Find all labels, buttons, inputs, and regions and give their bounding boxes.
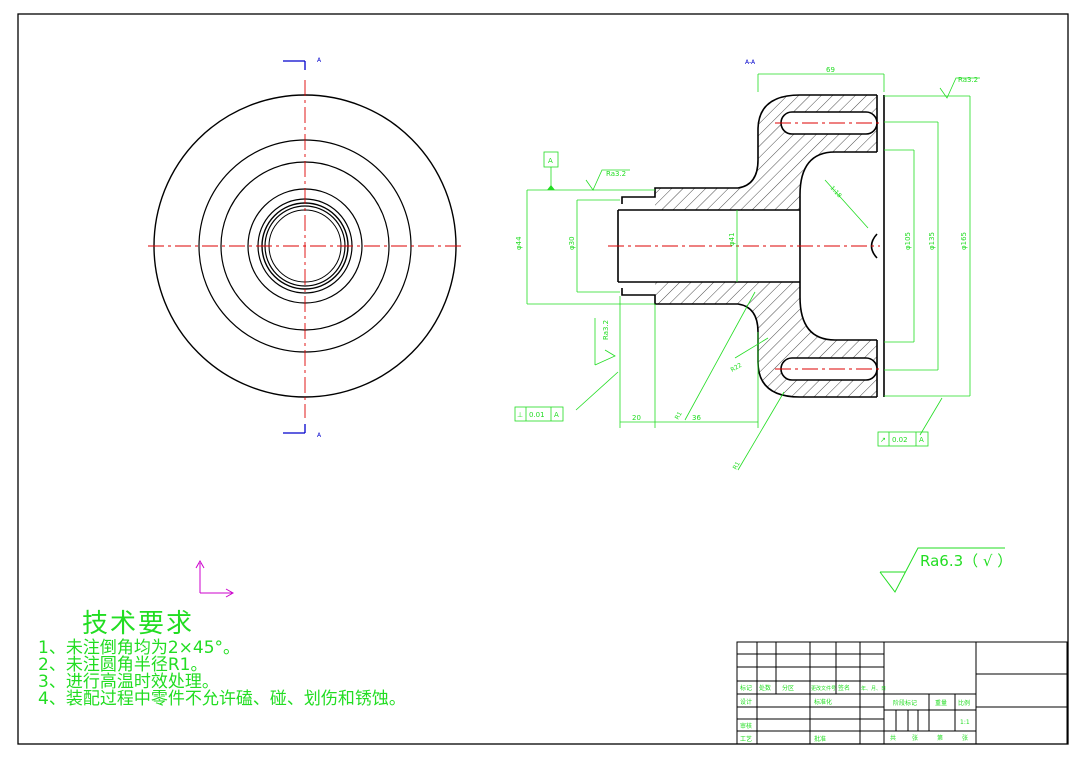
front-view-centerlines [148,80,465,418]
dim-phi105: φ105 [904,232,912,250]
tb-sheet-no: 第 [937,734,943,742]
section-arrow-top [283,60,306,70]
tolerance-frame-left: ⊥ 0.01 A [514,406,564,422]
view-label-bottom: A [317,432,322,439]
tb-label-change: 更改文件号 [811,685,836,692]
dim-len36: 36 [692,414,701,422]
tb-sheet-unit2: 张 [962,734,968,742]
tb-approve: 批准 [814,735,826,743]
tb-scale: 比例 [958,699,970,707]
note-line-1: 1、未注倒角均为2×45°。 [38,638,241,658]
svg-text:A: A [554,411,559,419]
roughness-right-top: Ra3.2 [958,76,978,84]
tb-label-sign: 签名 [838,684,850,692]
tb-design: 设计 [740,698,752,706]
tb-review: 审核 [740,722,752,730]
roughness-left-top: Ra3.2 [606,170,626,178]
svg-text:A: A [919,436,924,444]
dim-r11b: R1 [732,460,742,471]
dim-r22: R22 [730,362,744,374]
datum-box [543,151,559,168]
tb-standard: 标准化 [814,698,832,706]
datum-triangle [547,185,555,190]
tb-process: 工艺 [740,735,752,743]
dim-phi135: φ135 [928,232,936,250]
roughness-left-side: Ra3.2 [602,320,610,340]
tb-sheet-unit1: 张 [912,734,918,742]
section-centerlines [608,122,880,370]
dim-top-width: 69 [826,66,835,74]
tb-label-date: 年、月、日 [861,685,886,692]
title-block [736,641,1068,745]
general-roughness-symbol [879,547,1005,593]
dim-phi30: φ30 [568,236,576,250]
tb-label-zone: 分区 [782,684,794,692]
tb-scale-value: 1:1 [960,719,970,726]
dimension-lines [526,73,980,471]
svg-text:⊥: ⊥ [517,411,523,419]
tb-label-count: 处数 [759,684,771,692]
note-line-3: 3、进行高温时效处理。 [38,672,219,692]
tb-stage: 阶段标记 [893,699,917,707]
notes-title: 技术要求 [82,609,195,639]
tb-label-mark: 标记 [740,684,752,692]
general-roughness-text: Ra6.3（ √ ） [920,552,1013,570]
svg-text:0.02: 0.02 [892,436,908,444]
datum-letter: A [548,157,553,165]
dim-phi44: φ44 [515,236,523,250]
note-line-2: 2、未注圆角半径R1。 [38,655,208,675]
dim-phi41: φ41 [728,232,736,246]
ucs-axis-icon [195,559,235,598]
technical-notes: 技术要求 1、未注倒角均为2×45°。 2、未注圆角半径R1。 3、进行高温时效… [38,608,406,708]
tolerance-frame-right: ↗ 0.02 A [877,431,929,447]
dim-phi165: φ165 [960,232,968,250]
drawing-border [17,13,1069,745]
tb-sheet-total: 共 [890,734,896,742]
tb-weight: 重量 [935,699,947,707]
dim-r11a: R1 [674,410,684,421]
section-label: A-A [745,59,756,66]
section-arrow-bottom [283,424,306,434]
view-label-top: A [317,57,322,64]
svg-text:↗: ↗ [880,436,886,444]
dim-len20: 20 [632,414,641,422]
svg-text:0.01: 0.01 [529,411,545,419]
note-line-4: 4、装配过程中零件不允许磕、碰、划伤和锈蚀。 [38,689,406,709]
section-outline [617,94,885,398]
